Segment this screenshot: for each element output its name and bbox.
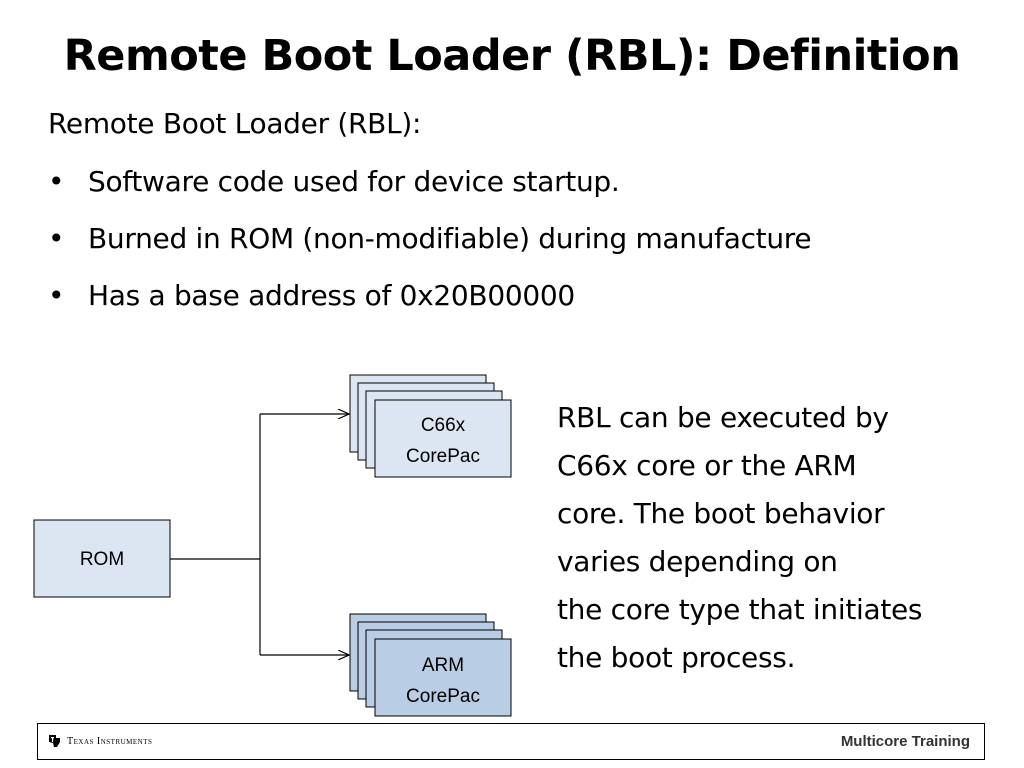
bullet-dot: •: [48, 279, 65, 312]
arm-corepac-stack: [349, 613, 512, 717]
bullet-dot: •: [48, 222, 65, 255]
footer-bar: Texas Instruments Multicore Training: [37, 723, 985, 760]
arm-label-line1: ARM: [422, 655, 464, 676]
footer-brand: Multicore Training: [840, 733, 970, 750]
bullet-dot: •: [48, 165, 65, 198]
texas-instruments-logo: Texas Instruments: [47, 734, 152, 748]
c66x-corepac-stack: [349, 374, 512, 478]
rom-box: ROM: [33, 519, 171, 598]
rom-label: ROM: [80, 549, 124, 570]
bullet-item: • Has a base address of 0x20B00000: [48, 276, 811, 316]
bullet-item: • Software code used for device startup.: [48, 162, 811, 202]
side-text-line: RBL can be executed by: [557, 401, 889, 434]
side-text-line: core. The boot behavior: [557, 497, 885, 530]
texas-instruments-logo-icon: [49, 735, 60, 747]
bullet-list: • Software code used for device startup.…: [48, 162, 812, 333]
bullet-item: • Burned in ROM (non-modifiable) during …: [48, 219, 812, 259]
side-description: RBL can be executed by C66x core or the …: [557, 394, 1007, 682]
bullet-text: Burned in ROM (non-modifiable) during ma…: [88, 222, 812, 255]
intro-text: Remote Boot Loader (RBL):: [48, 107, 422, 140]
bullet-text: Has a base address of 0x20B00000: [88, 279, 575, 312]
side-text-line: the core type that initiates: [557, 593, 923, 626]
bullet-text: Software code used for device startup.: [88, 165, 620, 198]
slide-title: Remote Boot Loader (RBL): Definition: [63, 31, 961, 81]
c66x-label-line1: C66x: [421, 415, 466, 436]
side-text-line: C66x core or the ARM: [557, 449, 857, 482]
texas-instruments-logo-text: Texas Instruments: [67, 735, 153, 747]
connector-lines: [170, 414, 349, 655]
side-text-line: varies depending on: [557, 545, 838, 578]
arm-label-line2: CorePac: [406, 686, 480, 707]
side-text-line: the boot process.: [557, 641, 796, 674]
c66x-label-line2: CorePac: [406, 446, 480, 467]
